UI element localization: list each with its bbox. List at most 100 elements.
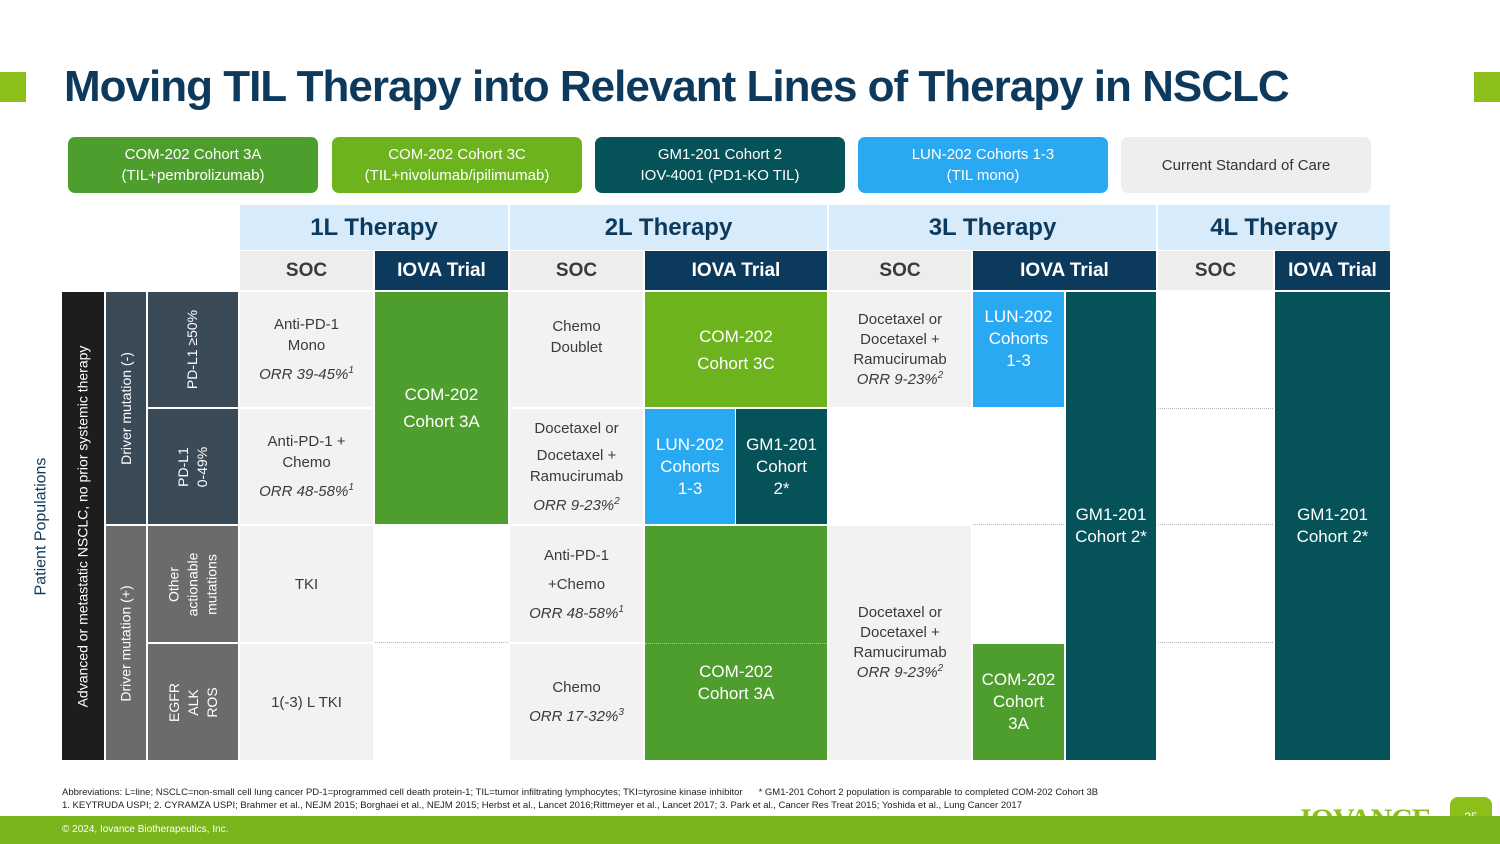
cell-line: GM1-201 [1297, 505, 1368, 524]
cell-line: Docetaxel or [857, 604, 943, 621]
legend-line: (TIL mono) [946, 167, 1020, 184]
cell-line: COM-202 [981, 670, 1056, 689]
orr-text: ORR 48-58%1 [529, 603, 624, 622]
soc-1l-pdl1-high: Anti-PD-1 Mono ORR 39-45%1 [240, 292, 373, 407]
legend-com202-3c: COM-202 Cohort 3C (TIL+nivolumab/ipilimu… [332, 137, 582, 193]
trial-com202-3a-1l: COM-202 Cohort 3A [375, 292, 508, 524]
label-line: ALK [184, 688, 201, 716]
cell-line: Cohort [755, 456, 808, 476]
soc-2l-pdl1-low: Docetaxel or Docetaxel + Ramucirumab ORR… [510, 409, 643, 524]
subheader-soc-1l: SOC [240, 251, 373, 290]
legend-lun202: LUN-202 Cohorts 1-3 (TIL mono) [858, 137, 1108, 193]
cell-line: 2* [773, 478, 790, 498]
cell-line: Chemo [552, 318, 601, 335]
subheader-iova-2l: IOVA Trial [645, 251, 827, 290]
label-line: Other [165, 566, 182, 602]
row-divider [375, 642, 508, 643]
references-text: 1. KEYTRUDA USPI; 2. CYRAMZA USPI; Brahm… [62, 800, 1022, 811]
cell-line: Anti-PD-1 [273, 316, 340, 333]
cell-line: COM-202 [699, 326, 773, 346]
soc-2l-other: Anti-PD-1 +Chemo ORR 48-58%1 [510, 526, 643, 642]
legend-line: LUN-202 Cohorts 1-3 [911, 146, 1055, 163]
cell-line: Cohort 3A [697, 684, 775, 703]
trial-lun202-3l: LUN-202 Cohorts 1-3 [973, 292, 1064, 407]
cell-line: Ramucirumab [853, 350, 947, 368]
cell-line: Cohort 2* [1075, 527, 1147, 546]
footnote-note: * GM1-201 Cohort 2 population is compara… [758, 787, 1099, 798]
subheader-soc-2l: SOC [510, 251, 643, 290]
soc-2l-egfr: Chemo ORR 17-32%3 [510, 644, 643, 760]
label-line: PD-L1 [175, 446, 191, 487]
row-divider [973, 524, 1064, 525]
orr-text: ORR 17-32%3 [529, 707, 624, 726]
trial-lun202-2l: LUN-202 Cohorts 1-3 [645, 409, 735, 524]
cell-line: Mono [287, 337, 326, 354]
trial-gm1201-3l: GM1-201 Cohort 2* [1066, 292, 1156, 760]
cell-line: Cohort [992, 692, 1045, 711]
header-1l: 1L Therapy [240, 205, 508, 250]
cell-line: Chemo [282, 454, 331, 471]
page-title: Moving TIL Therapy into Relevant Lines o… [64, 62, 1290, 111]
header-4l: 4L Therapy [1158, 205, 1390, 250]
cell-line: Cohort 3C [697, 353, 775, 373]
cell-line: Docetaxel or [857, 310, 943, 328]
label-pdl1-high: PD-L1 ≥50% [148, 292, 238, 407]
label-patient-populations: Patient Populations [32, 457, 50, 595]
row-divider [1158, 524, 1273, 525]
title-accent-right [1474, 72, 1500, 102]
header-3l: 3L Therapy [829, 205, 1156, 250]
legend-line: (TIL+nivolumab/ipilimumab) [364, 167, 550, 184]
legend-line: COM-202 Cohort 3C [388, 146, 526, 163]
cell-line: Anti-PD-1 + [267, 433, 346, 450]
copyright: © 2024, Iovance Biotherapeutics, Inc. [62, 824, 229, 835]
cell-line: Ramucirumab [853, 644, 947, 661]
label-line: 0-49% [194, 446, 210, 487]
cell-line: LUN-202 [655, 434, 725, 454]
soc-1l-pdl1-low: Anti-PD-1 + Chemo ORR 48-58%1 [240, 409, 373, 524]
cell-line: 3A [1008, 714, 1029, 733]
subheader-soc-3l: SOC [829, 251, 971, 290]
label-driver-positive: Driver mutation (+) [106, 526, 146, 760]
soc-3l-lower: Docetaxel or Docetaxel + Ramucirumab ORR… [829, 526, 971, 760]
row-divider [1158, 408, 1273, 409]
subheader-soc-4l: SOC [1158, 251, 1273, 290]
legend-line: COM-202 Cohort 3A [124, 146, 262, 163]
label-line: actionable [184, 552, 201, 616]
orr-text: ORR 9-23%2 [856, 663, 944, 682]
cell-line: TKI [294, 575, 319, 593]
cell-line: Docetaxel + [536, 446, 617, 464]
legend-gm1201-2: GM1-201 Cohort 2 IOV-4001 (PD1-KO TIL) [595, 137, 845, 193]
label-line: ROS [203, 686, 220, 718]
subheader-iova-1l: IOVA Trial [375, 251, 508, 290]
row-divider [1158, 642, 1273, 643]
abbreviations-text: Abbreviations: L=line; NSCLC=non-small c… [62, 787, 743, 798]
legend-com202-3a: COM-202 Cohort 3A (TIL+pembrolizumab) [68, 137, 318, 193]
legend-line: Current Standard of Care [1161, 156, 1331, 174]
cell-line: Ramucirumab [529, 467, 624, 485]
trial-gm1201-2l: GM1-201 Cohort 2* [736, 409, 827, 524]
cell-line: COM-202 [404, 385, 479, 404]
legend-line: IOV-4001 (PD1-KO TIL) [640, 167, 800, 184]
soc-2l-pdl1-high: Chemo Doublet [510, 292, 643, 407]
cell-line: Docetaxel or [534, 419, 619, 437]
row-divider [645, 643, 827, 644]
cell-line: Doublet [550, 339, 603, 356]
orr-text: ORR 48-58%1 [259, 482, 354, 501]
cell-line: 1-3 [677, 478, 703, 498]
orr-text: ORR 9-23%2 [856, 369, 944, 388]
cell-line: Cohorts [988, 329, 1049, 348]
cell-line: COM-202 [699, 662, 773, 681]
soc-3l-upper: Docetaxel or Docetaxel + Ramucirumab ORR… [829, 292, 971, 407]
header-2l: 2L Therapy [510, 205, 827, 250]
trial-com202-3a-3l: COM-202 Cohort 3A [973, 644, 1064, 760]
legend-line: (TIL+pembrolizumab) [121, 167, 265, 184]
trial-com202-3c-2l: COM-202 Cohort 3C [645, 292, 827, 407]
cell-line: Chemo [552, 679, 601, 696]
label-line: mutations [203, 553, 220, 615]
soc-1l-egfr: 1(-3) L TKI [240, 644, 373, 760]
cell-line: Anti-PD-1 [543, 546, 610, 564]
orr-text: ORR 9-23%2 [533, 495, 620, 514]
legend-soc: Current Standard of Care [1121, 137, 1371, 193]
